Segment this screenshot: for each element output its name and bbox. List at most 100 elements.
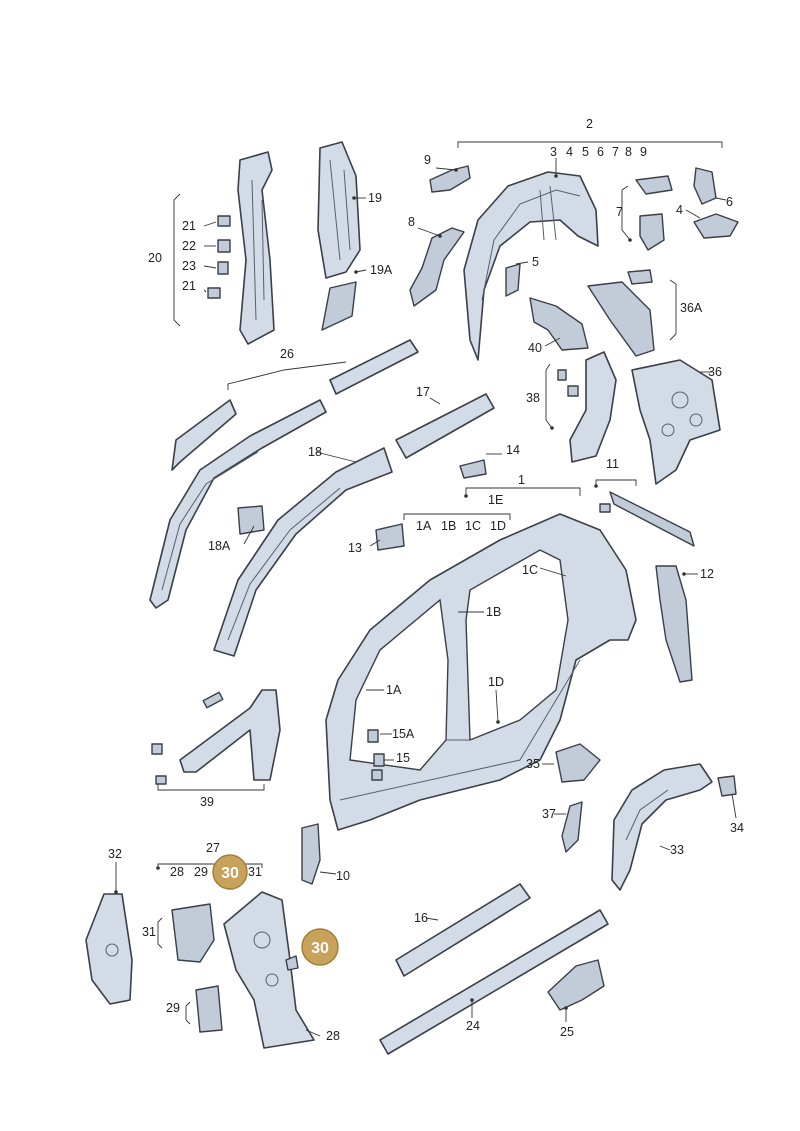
- callout-5-top: 5: [582, 145, 589, 159]
- callout-1a-top: 1A: [416, 519, 432, 533]
- callout-23: 23: [182, 259, 196, 273]
- part-38-pillar: [569, 351, 617, 463]
- clip-11: [599, 503, 611, 513]
- part-26-roof-rail: [329, 339, 419, 395]
- part-36-quarter-inner: [631, 359, 721, 485]
- callout-36: 36: [708, 365, 722, 379]
- part-37: [561, 801, 583, 853]
- callout-28-top: 28: [170, 865, 184, 879]
- clip-22: [217, 239, 231, 253]
- part-14: [459, 459, 487, 479]
- leader-lines: [115, 141, 737, 1037]
- callout-6-top: 6: [597, 145, 604, 159]
- part-a-pillar-upper: [317, 141, 361, 279]
- callout-4: 4: [676, 203, 683, 217]
- part-5: [505, 263, 521, 297]
- part-32-panel: [85, 893, 133, 1005]
- callout-8: 8: [408, 215, 415, 229]
- part-12-bracket: [655, 565, 693, 683]
- callout-11: 11: [606, 457, 619, 471]
- callout-1: 1: [518, 473, 525, 487]
- callout-26: 26: [280, 347, 294, 361]
- part-7: [635, 175, 673, 195]
- svg-text:30: 30: [221, 865, 239, 882]
- callout-15a: 15A: [392, 727, 415, 741]
- callout-19: 19: [368, 191, 382, 205]
- callout-9: 9: [424, 153, 431, 167]
- callout-1d-top: 1D: [490, 519, 506, 533]
- part-34: [717, 775, 737, 797]
- callout-3: 3: [550, 145, 557, 159]
- callout-16: 16: [414, 911, 428, 925]
- part-36a-bracket: [587, 281, 655, 357]
- part-6: [693, 167, 717, 205]
- clip-39b: [151, 743, 163, 755]
- callout-19a: 19A: [370, 263, 393, 277]
- callout-32: 32: [108, 847, 122, 861]
- highlight-badge-30-a: 30: [212, 854, 248, 890]
- clip-15c: [371, 769, 383, 781]
- callout-27: 27: [206, 841, 220, 855]
- part-26-front-rail: [149, 399, 327, 609]
- callout-20: 20: [148, 251, 162, 265]
- callout-5: 5: [532, 255, 539, 269]
- part-wheelhouse-inner: [463, 171, 599, 361]
- clip-38b: [567, 385, 579, 397]
- callout-14: 14: [506, 443, 520, 457]
- clip-39a: [202, 691, 224, 709]
- callout-18: 18: [308, 445, 322, 459]
- callout-1b: 1B: [486, 605, 501, 619]
- callout-1c: 1C: [522, 563, 538, 577]
- clip-15b: [373, 753, 385, 767]
- callout-40: 40: [528, 341, 542, 355]
- part-9: [429, 165, 471, 193]
- part-11-strip: [609, 491, 695, 547]
- callout-8-top: 8: [625, 145, 632, 159]
- callout-9-top: 9: [640, 145, 647, 159]
- callout-21-a: 21: [182, 219, 196, 233]
- part-29: [195, 985, 223, 1033]
- callout-2: 2: [586, 117, 593, 131]
- callout-22: 22: [182, 239, 196, 253]
- callout-12: 12: [700, 567, 714, 581]
- highlight-badge-30-b: 30: [301, 928, 339, 966]
- callout-37: 37: [542, 807, 556, 821]
- part-13: [375, 523, 405, 551]
- callout-28: 28: [326, 1029, 340, 1043]
- clip-38a: [557, 369, 567, 381]
- callout-1e: 1E: [488, 493, 503, 507]
- callout-6: 6: [726, 195, 733, 209]
- callout-33: 33: [670, 843, 684, 857]
- callout-1d: 1D: [488, 675, 504, 689]
- part-17-roof-bow: [395, 393, 495, 459]
- callout-1c-top: 1C: [465, 519, 481, 533]
- part-39-pillar: [179, 689, 281, 781]
- part-30: [285, 955, 299, 971]
- callout-31: 31: [142, 925, 156, 939]
- part-10: [301, 823, 321, 885]
- part-4: [693, 213, 739, 239]
- callout-15: 15: [396, 751, 410, 765]
- part-16-sill: [395, 883, 531, 977]
- part-18-rail: [213, 447, 393, 657]
- callout-25: 25: [560, 1025, 574, 1039]
- callout-24: 24: [466, 1019, 480, 1033]
- callout-7: 7: [616, 205, 623, 219]
- part-36a-clip: [627, 269, 653, 285]
- callout-29: 29: [166, 1001, 180, 1015]
- part-24-sill: [379, 909, 609, 1055]
- part-a-pillar-inner: [237, 151, 275, 345]
- part-19a-bracket: [321, 281, 357, 331]
- callout-36a: 36A: [680, 301, 703, 315]
- callout-10: 10: [336, 869, 350, 883]
- leader-dots: [114, 168, 686, 1010]
- part-7b: [639, 213, 665, 251]
- clip-23: [217, 261, 229, 275]
- callout-39: 39: [200, 795, 214, 809]
- callout-13: 13: [348, 541, 362, 555]
- callout-7-top: 7: [612, 145, 619, 159]
- callout-29-top: 29: [194, 865, 208, 879]
- svg-text:30: 30: [311, 940, 329, 957]
